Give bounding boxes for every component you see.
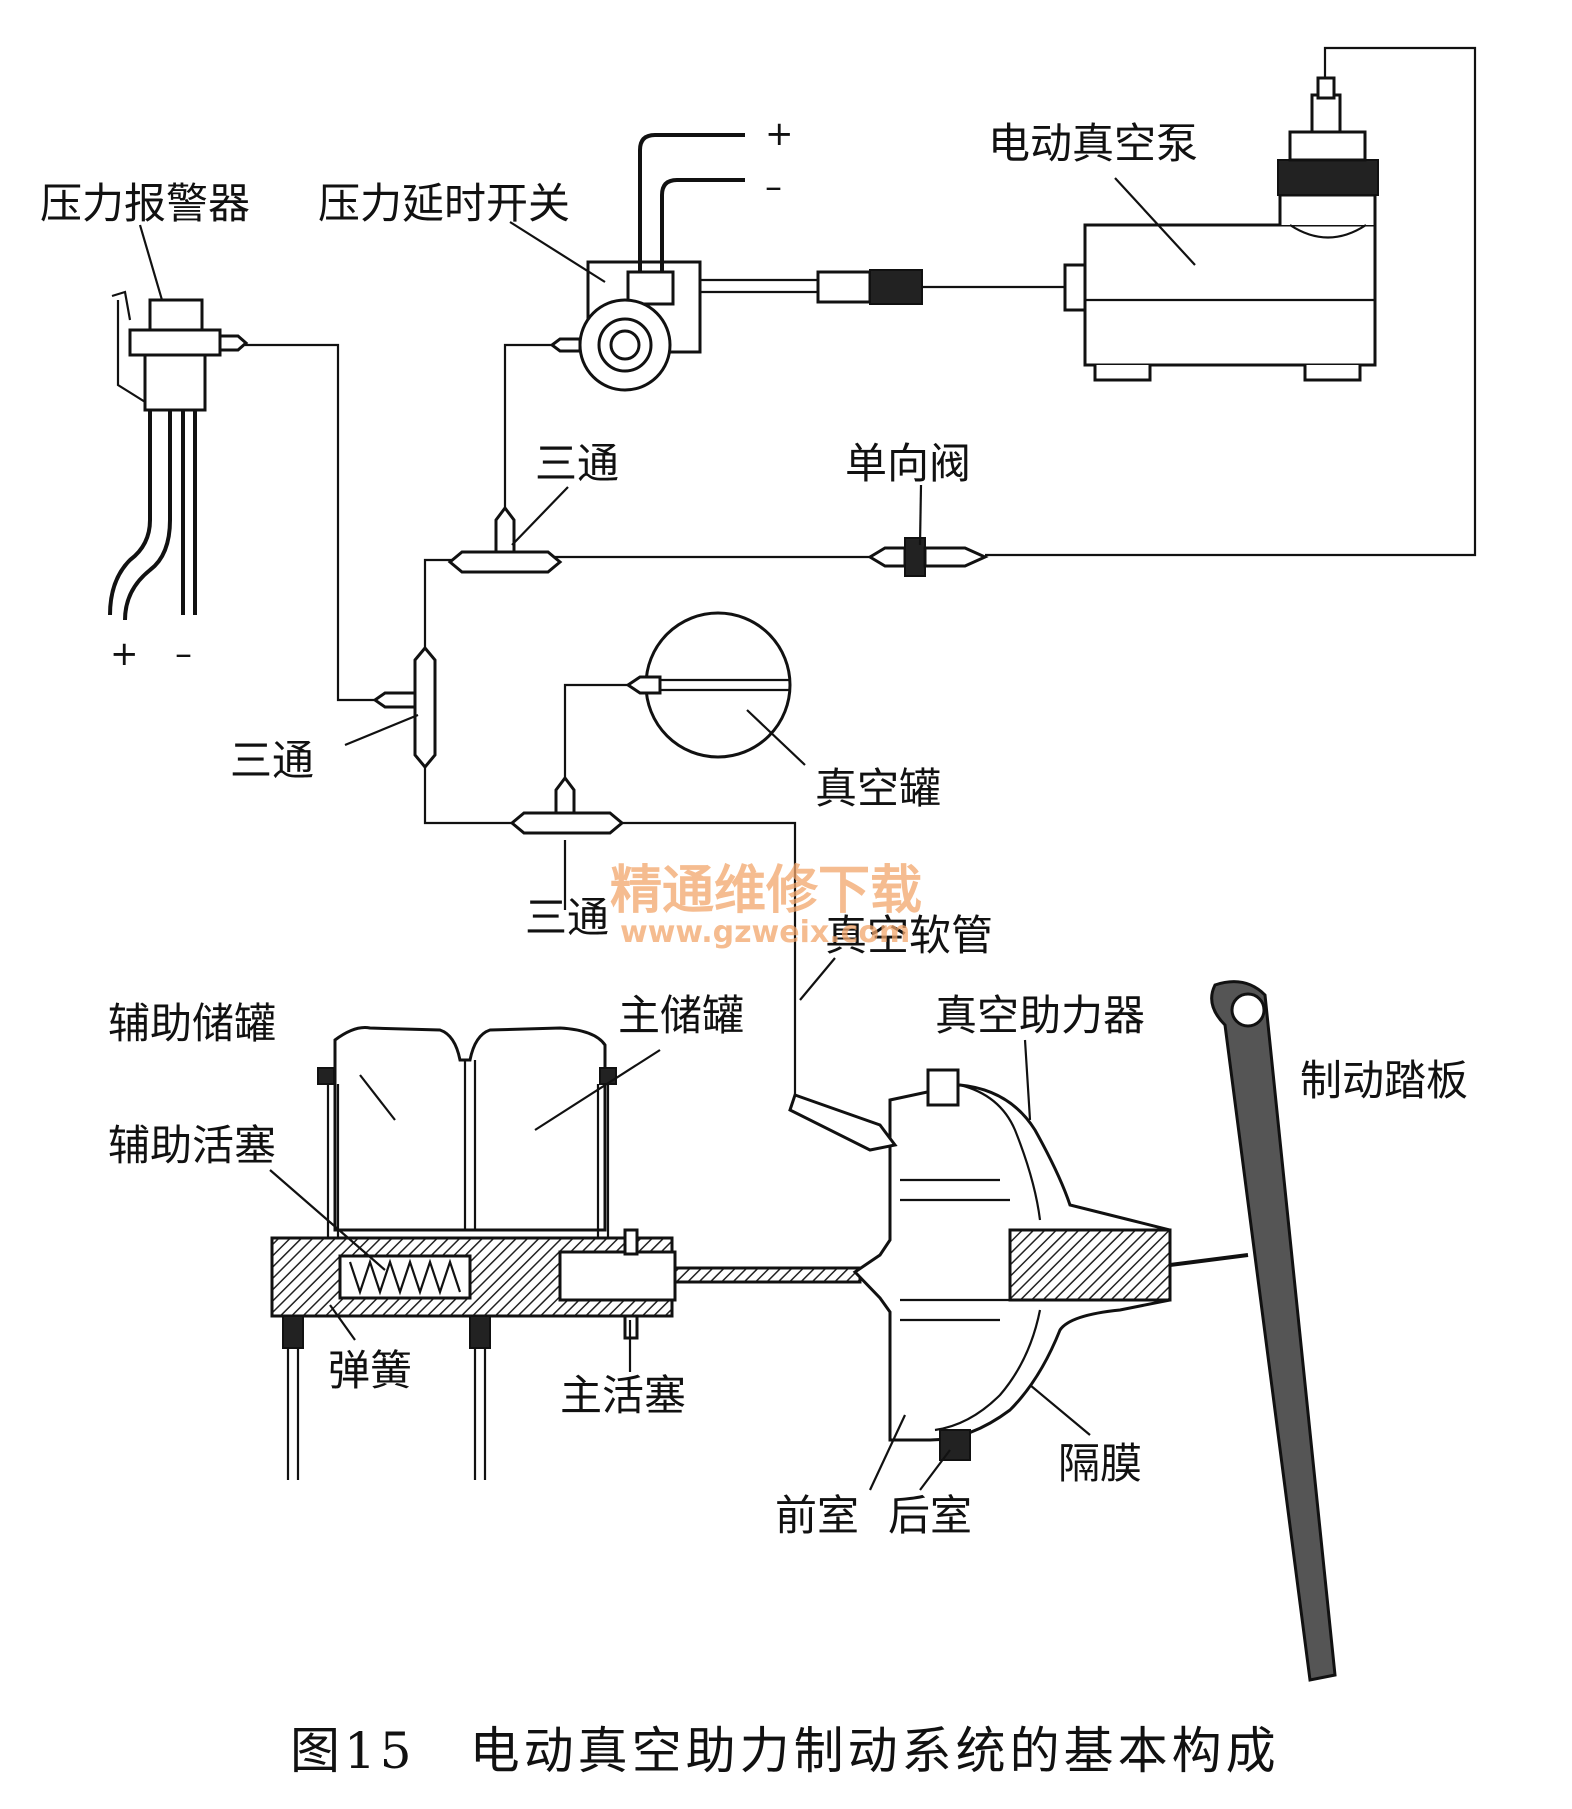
left-tee-to-lower-tee-line (423, 760, 520, 825)
brake-pedal (1169, 980, 1337, 1682)
label-pressure-alarm: 压力报警器 (40, 179, 250, 228)
label-rear-chamber: 后室 (888, 1491, 972, 1540)
label-vacuum-hose: 真空软管 (825, 911, 993, 960)
electric-vacuum-pump (1063, 76, 1379, 382)
tee-left (372, 645, 437, 770)
watermark: 精通维修下载 www.gzweix.com (610, 861, 922, 950)
labels: 压力报警器 压力延时开关 电动真空泵 三通 单向阀 三通 真空罐 三通 真空软管… (40, 114, 1468, 1540)
label-vacuum-booster: 真空助力器 (935, 991, 1145, 1040)
alarm-line (245, 343, 390, 702)
vacuum-booster (788, 1068, 1172, 1461)
label-aux-piston: 辅助活塞 (108, 1121, 276, 1170)
pump-to-check-valve-line (985, 46, 1477, 557)
tee-lower (509, 775, 625, 835)
switch-plus-sign: + (765, 114, 794, 154)
label-main-reservoir: 主储罐 (618, 991, 744, 1040)
label-front-chamber: 前室 (775, 1491, 859, 1540)
vacuum-hose-line (615, 821, 797, 1095)
figure-caption: 图15 电动真空助力制动系统的基本构成 (290, 1722, 1280, 1780)
label-check-valve: 单向阀 (845, 439, 971, 488)
alarm-minus-sign: – (175, 634, 192, 674)
vacuum-lines (245, 46, 1477, 1095)
alarm-plus-sign: + (110, 634, 139, 674)
label-tee-left: 三通 (230, 736, 314, 785)
switch-minus-sign: – (765, 167, 782, 207)
upper-tee-to-left-tee-line (423, 558, 455, 655)
pressure-alarm (108, 290, 249, 621)
label-electric-vacuum-pump: 电动真空泵 (988, 119, 1198, 168)
watermark-url: www.gzweix.com (620, 915, 910, 950)
label-tee-lower: 三通 (525, 893, 609, 942)
watermark-title: 精通维修下载 (610, 861, 922, 921)
check-valve (867, 537, 989, 577)
pressure-delay-switch (549, 133, 1065, 392)
lower-tee-to-tank-line (563, 683, 635, 790)
label-tee-upper: 三通 (535, 439, 619, 488)
label-spring: 弹簧 (328, 1346, 412, 1395)
vacuum-tank (625, 611, 792, 759)
label-vacuum-tank: 真空罐 (815, 764, 941, 813)
label-brake-pedal: 制动踏板 (1300, 1056, 1468, 1105)
label-main-piston: 主活塞 (560, 1371, 686, 1420)
label-aux-reservoir: 辅助储罐 (108, 999, 276, 1048)
label-pressure-delay-switch: 压力延时开关 (318, 179, 570, 228)
master-cylinder (270, 1026, 862, 1480)
label-diaphragm: 隔膜 (1058, 1439, 1142, 1488)
tee-to-switch-line (503, 343, 560, 540)
tee-upper (447, 505, 563, 574)
leader-lines (138, 177, 1196, 1491)
